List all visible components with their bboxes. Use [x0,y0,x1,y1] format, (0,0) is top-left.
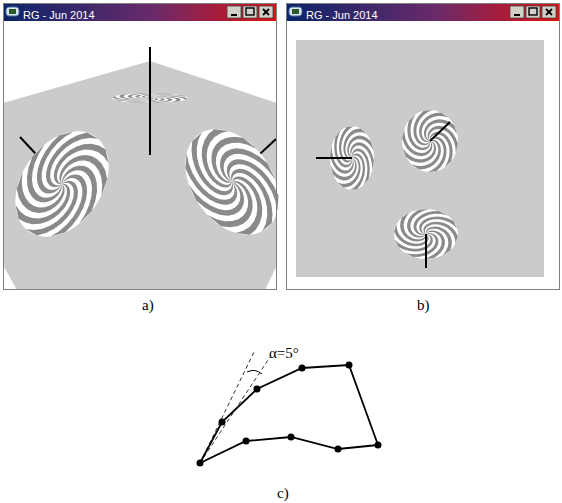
panel-label: b) [417,298,430,313]
pinwheel-disc [166,112,298,253]
panel-label: c) [277,486,289,501]
panel-label: a) [142,298,154,313]
angle-label: α=5° [269,346,299,361]
window-icon [289,7,302,16]
polygon-figure [197,352,382,467]
axis-line [430,122,450,141]
window-icon [6,7,19,16]
app-window: RG - Jun 2014 [3,3,277,290]
window-title: RG - Jun 2014 [4,6,95,23]
window-button [259,6,273,18]
window-button [227,6,241,18]
pinwheel-disc [402,110,458,172]
window-a-art [0,3,298,290]
axis-line [316,157,352,159]
window-button [542,6,556,18]
window-button [243,6,257,18]
upper-chain [200,365,378,463]
window-title: RG - Jun 2014 [287,6,378,23]
window-button [510,6,524,18]
app-window: RG - Jun 2014 [286,3,560,290]
axis-line [149,47,151,155]
vertex-dots [197,362,382,467]
lower-chain [200,437,378,463]
angle-arc [247,370,262,374]
background-plane [296,40,544,277]
pinwheel-disc [0,114,128,255]
window-b-art [286,3,560,290]
window-button [526,6,540,18]
axis-line [425,234,427,268]
